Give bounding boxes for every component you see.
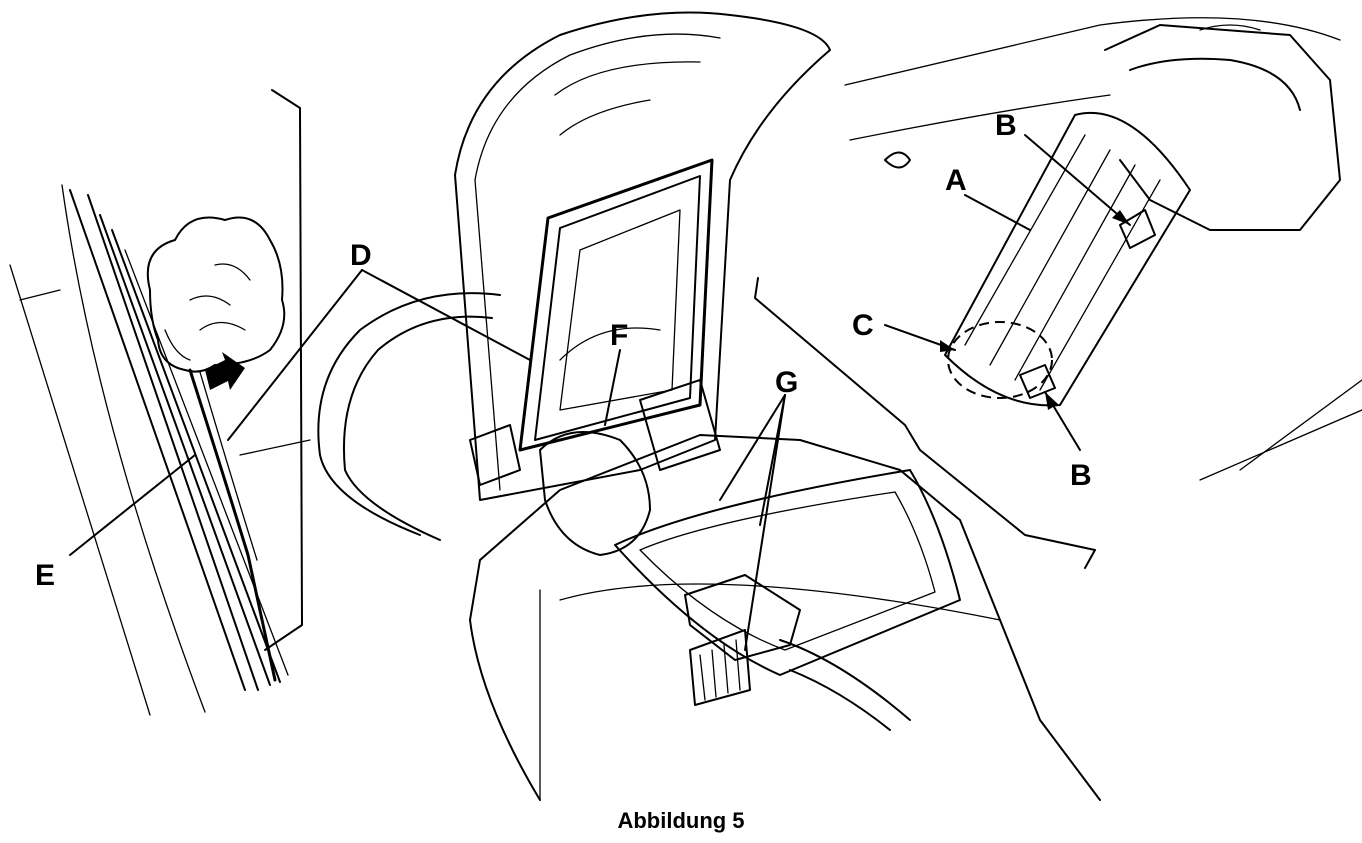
pull-arrow-icon (205, 352, 245, 390)
label-g: G (775, 366, 798, 399)
machine-main-view (317, 11, 1101, 801)
label-d: D (350, 239, 372, 272)
arrowhead-icon (1045, 392, 1058, 410)
arrowhead-icon (1112, 210, 1130, 225)
leader-lines (69, 134, 1131, 651)
label-c: C (852, 309, 874, 342)
label-f: F (610, 319, 628, 352)
filter-detail-view (754, 17, 1362, 569)
label-e: E (35, 559, 55, 592)
gasket-detail-view (9, 89, 311, 716)
label-a: A (945, 164, 967, 197)
label-b-bottom: B (1070, 459, 1092, 492)
figure-caption: Abbildung 5 (617, 808, 745, 833)
label-b-top: B (995, 109, 1017, 142)
arrowhead-icon (940, 340, 955, 352)
